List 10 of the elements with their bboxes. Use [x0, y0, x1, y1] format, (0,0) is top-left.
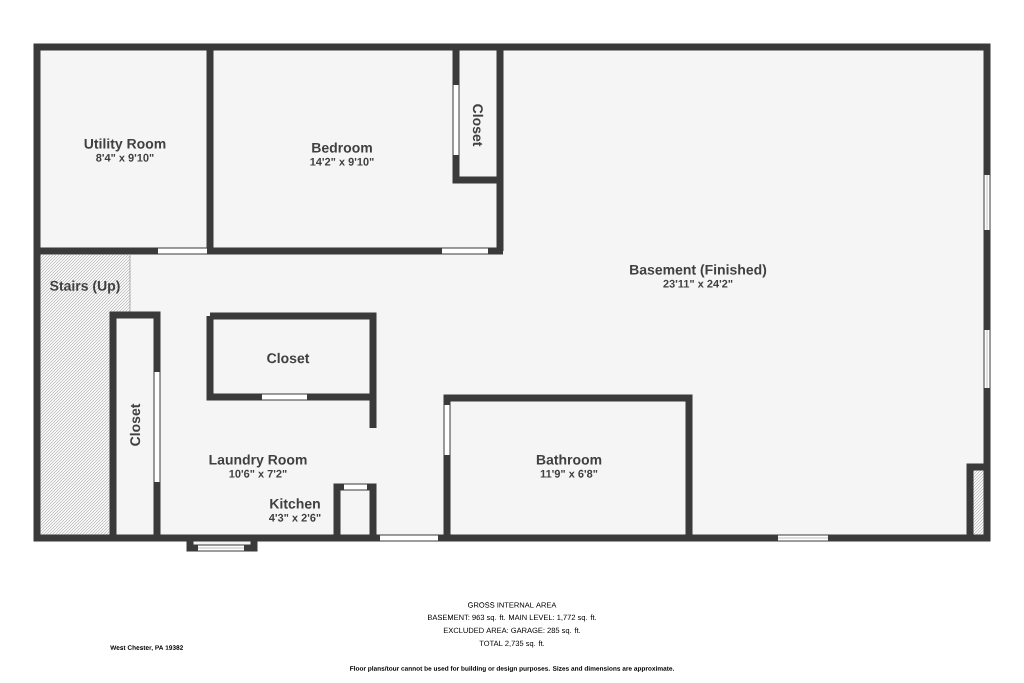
room-label: Basement (Finished) 23'11" x 24'2" [630, 264, 767, 288]
room-label: Closet [129, 403, 141, 446]
room-label: Bedroom 14'2" x 9'10" [310, 142, 374, 166]
room-label: Closet [267, 352, 310, 364]
room-label: Kitchen 4'3" x 2'6" [269, 498, 321, 522]
room-label: Stairs (Up) [50, 280, 120, 294]
room-label: Utility Room 8'4" x 9'10" [84, 138, 166, 162]
room-label: Laundry Room 10'6" x 7'2" [209, 454, 307, 478]
room-label: Closet [472, 104, 484, 147]
room-label: Bathroom 11'9" x 6'8" [536, 454, 602, 478]
